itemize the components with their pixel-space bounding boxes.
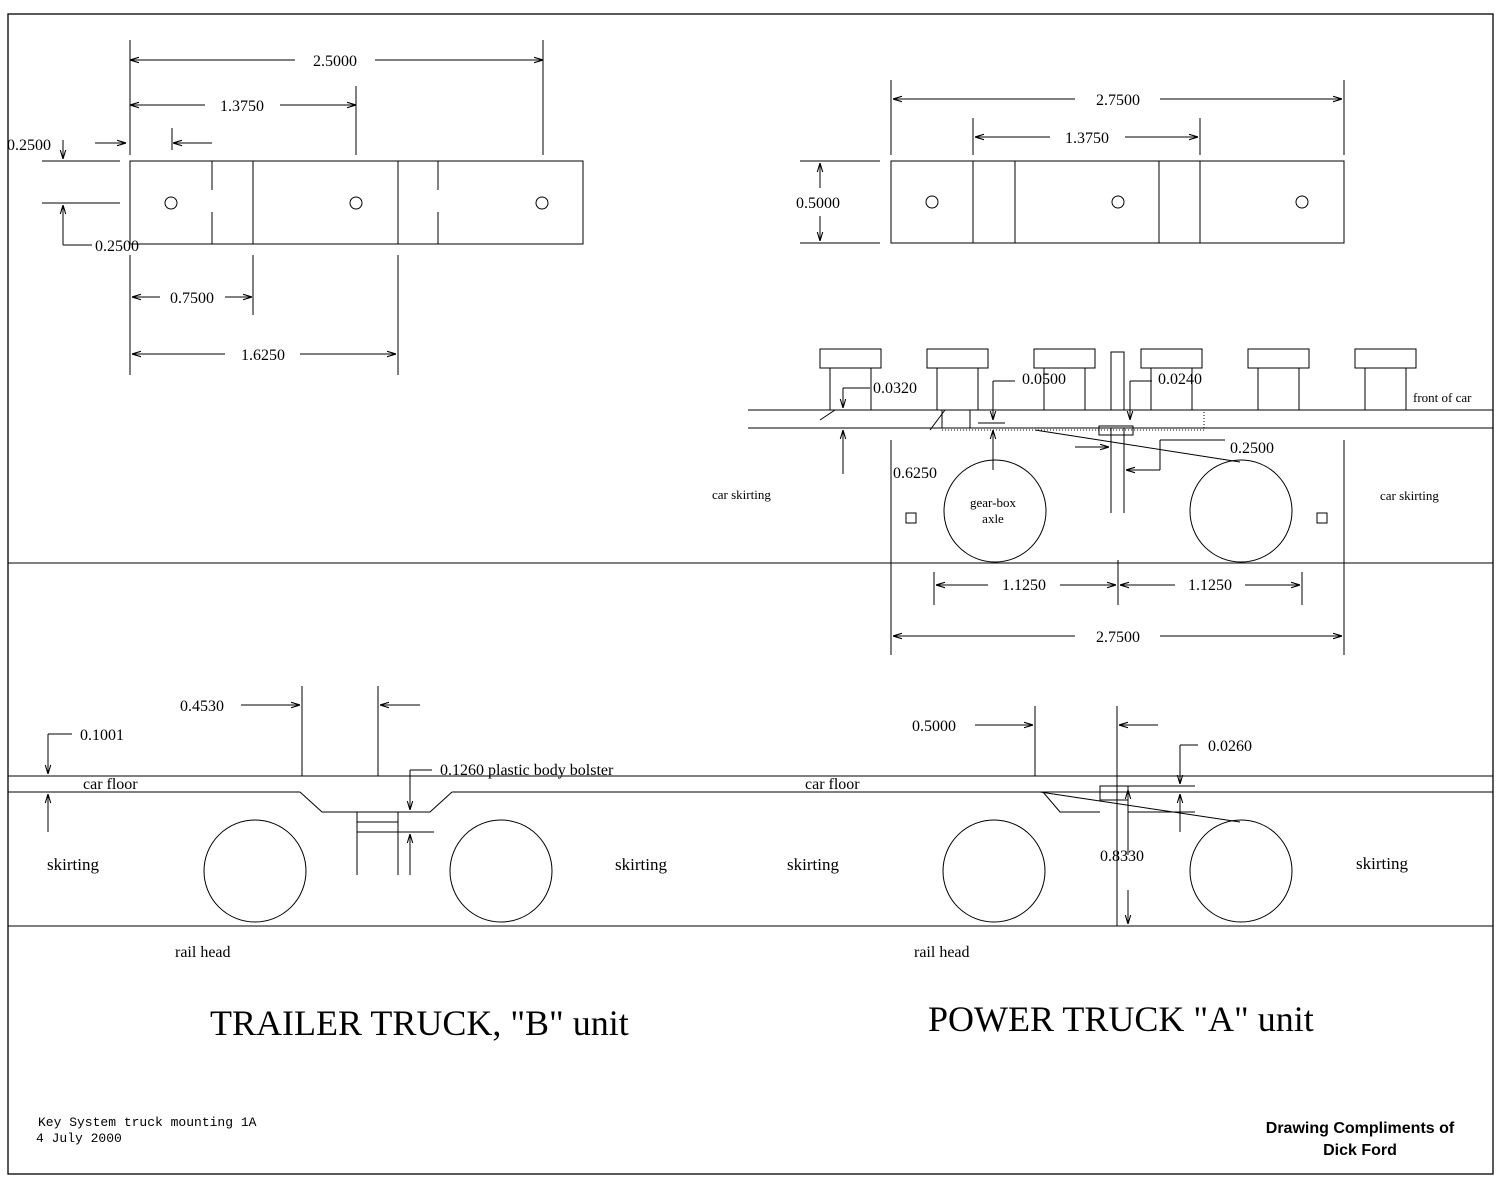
power-side-wheel-left: [943, 459, 1047, 563]
axle-label: axle: [982, 511, 1004, 526]
dim-trailer-inner: 1.3750: [220, 98, 264, 115]
dim-trailer-bottom-offset: 0.2500: [95, 238, 139, 255]
power-top-hole-right: [1295, 195, 1309, 209]
lower-floor-lines: [8, 775, 1493, 927]
dim-0625: 0.6250: [893, 465, 937, 482]
dim-power-0833: 0.8330: [1100, 848, 1144, 865]
dim-0250-side: 0.2500: [1230, 440, 1274, 457]
power-top-view: [800, 80, 1345, 244]
power-skirting-left: skirting: [787, 855, 839, 874]
power-wheel-left: [942, 819, 1046, 923]
front-of-car-label: front of car: [1413, 390, 1472, 405]
drawing-name: Key System truck mounting 1A: [38, 1115, 257, 1130]
credit-line-1: Drawing Compliments of: [1266, 1120, 1455, 1137]
trailer-rail-head: rail head: [175, 944, 231, 961]
drawing-date: 4 July 2000: [36, 1131, 122, 1146]
dim-power-overall: 2.7500: [1096, 92, 1140, 109]
power-top-plate: [890, 160, 1345, 244]
car-skirting-left-label: car skirting: [712, 487, 771, 502]
dim-power-0500: 0.5000: [912, 718, 956, 735]
dim-0320: 0.0320: [873, 380, 917, 397]
dim-trailer-top-offset: 0.2500: [7, 137, 51, 154]
dim-trailer-center: 1.6250: [241, 347, 285, 364]
trailer-side-view: [48, 686, 553, 923]
dim-trailer-left-section: 0.7500: [170, 290, 214, 307]
dim-power-height: 0.5000: [796, 195, 840, 212]
trailer-wheel-left: [203, 819, 307, 923]
trailer-car-floor-label: car floor: [83, 776, 138, 793]
mount-square-left: [905, 512, 917, 524]
dim-trailer-overall: 2.5000: [313, 53, 357, 70]
dim-1125-left: 1.1250: [1002, 577, 1046, 594]
credit-line-2: Dick Ford: [1323, 1142, 1397, 1159]
sheet-border: [7, 13, 1494, 1175]
dim-power-side-overall: 2.7500: [1096, 629, 1140, 646]
power-side-wheel-right: [1189, 459, 1293, 563]
dim-1125-right: 1.1250: [1188, 577, 1232, 594]
trailer-top-plate: [129, 160, 584, 245]
dim-0101: 0.1001: [80, 727, 124, 744]
power-skirting-right: skirting: [1356, 854, 1408, 873]
trailer-skirting-right: skirting: [615, 855, 667, 874]
dim-0453: 0.4530: [180, 698, 224, 715]
power-top-hole-center: [1111, 195, 1125, 209]
power-top-hole-left: [925, 195, 939, 209]
trailer-top-view: [42, 40, 584, 375]
trailer-truck-title: TRAILER TRUCK, "B" unit: [210, 1003, 629, 1043]
trailer-top-hole-right: [535, 196, 549, 210]
mount-square-right: [1316, 512, 1328, 524]
dim-power-0260: 0.0260: [1208, 738, 1252, 755]
trailer-wheel-right: [449, 819, 553, 923]
trailer-top-hole-center: [349, 196, 363, 210]
gearbox-label: gear-box: [970, 495, 1016, 510]
trailer-top-hole-left: [164, 196, 178, 210]
trailer-skirting-left: skirting: [47, 855, 99, 874]
car-skirting-right-label: car skirting: [1380, 488, 1439, 503]
dim-0500: 0.0500: [1022, 371, 1066, 388]
power-car-floor-label: car floor: [805, 776, 860, 793]
power-side-detail: [748, 348, 1493, 655]
power-unit-side-view: [942, 706, 1293, 926]
power-wheel-right: [1189, 819, 1293, 923]
power-rail-head: rail head: [914, 944, 970, 961]
dim-0126-bolster: 0.1260 plastic body bolster: [440, 762, 614, 779]
dim-0240: 0.0240: [1158, 371, 1202, 388]
power-truck-title: POWER TRUCK "A" unit: [928, 999, 1314, 1039]
dim-power-inner: 1.3750: [1065, 130, 1109, 147]
